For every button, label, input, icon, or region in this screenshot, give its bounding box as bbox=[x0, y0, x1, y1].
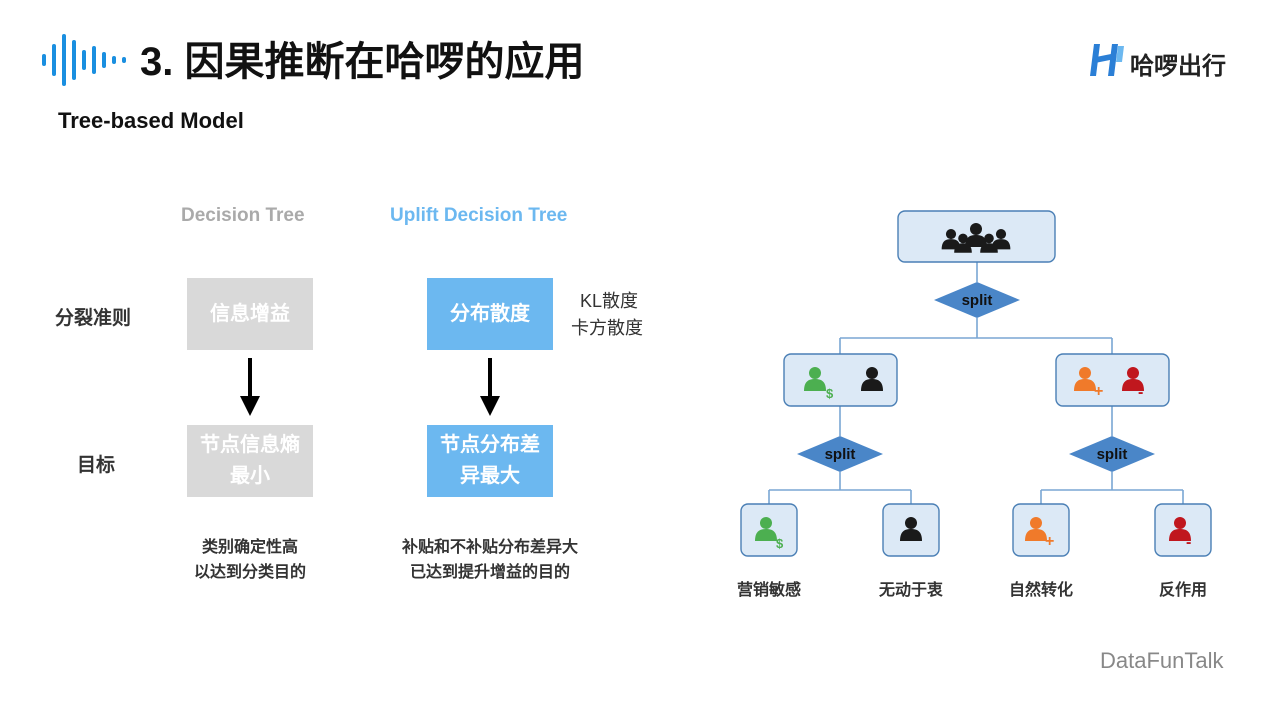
brand-name: 哈啰出行 bbox=[1130, 53, 1226, 80]
uplift-tree-goal-box: 节点分布差 异最大 bbox=[427, 425, 553, 497]
svg-text:+: + bbox=[1045, 533, 1054, 550]
split-diamond-right bbox=[1069, 436, 1155, 472]
split-label-right: split bbox=[1097, 446, 1128, 463]
leaf-green-person-dollar-icon: $ bbox=[755, 517, 784, 551]
uplift-tree-heading: Uplift Decision Tree bbox=[390, 205, 568, 226]
row-label-goal: 目标 bbox=[77, 455, 116, 476]
leaf-label-indifferent: 无动于衷 bbox=[878, 582, 943, 599]
leaf-label-natural-conversion: 自然转化 bbox=[1008, 582, 1073, 599]
green-person-dollar-icon: $ bbox=[804, 367, 834, 401]
svg-text:$: $ bbox=[826, 386, 834, 401]
red-person-minus-icon: - bbox=[1122, 367, 1144, 401]
leaf-label-marketing-sensitive: 营销敏感 bbox=[736, 582, 801, 599]
decision-tree-goal-box: 节点信息熵 最小 bbox=[187, 425, 313, 497]
orange-person-plus-icon: + bbox=[1074, 367, 1103, 400]
split-diamond-left bbox=[797, 436, 883, 472]
sound-wave-icon bbox=[42, 34, 126, 86]
svg-text:-: - bbox=[1186, 534, 1191, 551]
decision-tree-caption-line1: 类别确定性高 bbox=[201, 539, 298, 556]
decision-tree-heading: Decision Tree bbox=[181, 205, 305, 226]
split-label-root: split bbox=[962, 292, 993, 309]
split-label-left: split bbox=[825, 446, 856, 463]
svg-text:$: $ bbox=[776, 536, 784, 551]
decision-tree-criterion-box: 信息增益 bbox=[187, 278, 313, 350]
svg-text:-: - bbox=[1138, 384, 1143, 401]
footer-watermark: DataFunTalk bbox=[1100, 648, 1224, 673]
hellobike-logo-icon bbox=[1090, 44, 1124, 76]
left-child-node bbox=[783, 353, 898, 407]
section-subtitle: Tree-based Model bbox=[58, 108, 244, 133]
leaf-label-adverse-effect: 反作用 bbox=[1158, 582, 1207, 599]
uplift-tree-caption-line1: 补贴和不补贴分布差异大 bbox=[401, 539, 578, 556]
leaf-orange-person-plus-icon: + bbox=[1025, 517, 1054, 550]
row-label-split-rule: 分裂准则 bbox=[55, 308, 132, 329]
decision-tree-caption-line2: 以达到分类目的 bbox=[193, 564, 306, 581]
uplift-tree-caption-line2: 已达到提升增益的目的 bbox=[409, 564, 570, 581]
uplift-tree-criterion-box: 分布散度 bbox=[427, 278, 553, 350]
leaf-red-person-minus-icon: - bbox=[1169, 517, 1191, 551]
split-diamond-root bbox=[934, 282, 1020, 318]
svg-text:+: + bbox=[1094, 383, 1103, 400]
page-title: 3. 因果推断在哈啰的应用 bbox=[140, 40, 585, 84]
divergence-note-chi2: 卡方散度 bbox=[571, 318, 643, 338]
tree-connectors bbox=[768, 262, 1184, 504]
right-child-node bbox=[1055, 353, 1170, 407]
divergence-note-kl: KL散度 bbox=[580, 291, 639, 311]
